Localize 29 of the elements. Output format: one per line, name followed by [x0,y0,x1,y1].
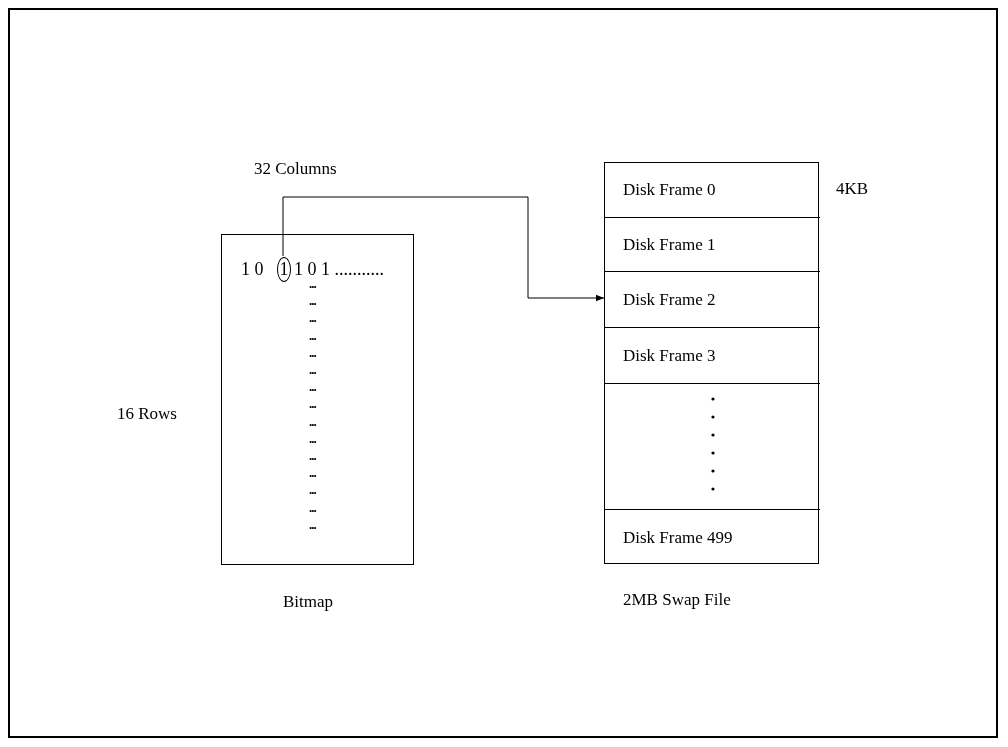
row-ellipsis: ... [309,500,316,514]
node-label: Bitmap [283,593,334,610]
arrow [282,196,605,302]
bit-values: 1 0 1 ........... [294,260,384,278]
bit-values: 1 0 [241,260,264,278]
node-label: 2MB Swap File [623,591,731,608]
size-label: 4KB [836,180,869,197]
frame-label: Disk Frame 1 [623,234,716,255]
row-ellipsis: ... [309,294,316,308]
row-ellipsis: ... [309,380,316,394]
bit-value: 1 [279,259,289,280]
row-ellipsis: ... [309,431,316,445]
row-count-label: 16 Rows [117,405,177,422]
frame-label: Disk Frame 0 [623,180,716,200]
row-ellipsis: ... [309,517,316,531]
row-ellipsis: ... [309,449,316,462]
row-ellipsis: ... [309,363,316,376]
row-ellipsis: ... [309,345,316,359]
row-ellipsis: ... [309,483,316,497]
frame-label: Disk Frame 3 [623,345,716,366]
frame-label: Disk Frame 2 [623,289,716,310]
row-ellipsis: ... [309,328,316,342]
column-count-label: 32 Columns [254,160,337,177]
row-ellipsis: ... [309,397,316,411]
frame-label: Disk Frame 499 [623,527,733,548]
row-ellipsis: ... [309,277,316,290]
row-ellipsis: ... [309,311,316,325]
row-ellipsis: ... [309,414,316,428]
row-ellipsis: ... [309,466,316,480]
